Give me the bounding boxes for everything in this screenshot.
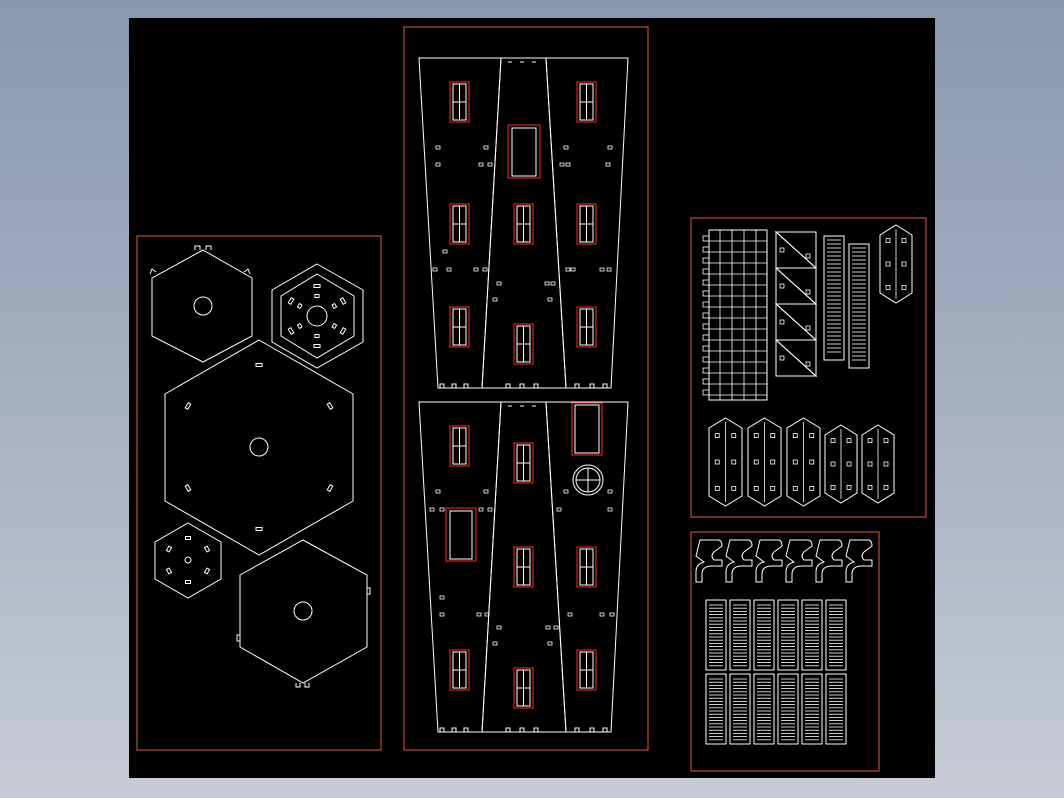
window [513,323,534,365]
sheet-trusses [690,217,927,518]
sheet-frame-bottom-right [690,531,880,772]
truss-triangles [774,230,818,378]
railing-panel [777,599,799,671]
door-opening-lower-right [571,402,603,456]
bracket-plates [708,224,913,507]
railing-grid [705,599,847,745]
railing-panel [729,599,751,671]
window [576,306,597,348]
window [449,203,470,245]
railing-panel [777,673,799,745]
hexagon-plate-large [164,339,354,556]
railing-panel [801,673,823,745]
window [449,306,470,348]
hexagon-plate-slotted [271,263,364,369]
sheet-frame-left [136,235,382,751]
sheet-frame-middle [403,26,649,751]
corbel-row [695,539,873,583]
railing-panel [729,673,751,745]
window [513,546,534,588]
door-opening-lower-left [445,507,477,562]
sheet-railings [690,531,880,772]
window [449,81,470,123]
railing-panel [825,599,847,671]
hexagon-plate-bottom-right [236,539,371,688]
window [576,81,597,123]
hexagon-plate-small [154,522,222,599]
window [576,203,597,245]
railing-panel [801,599,823,671]
window [513,203,534,245]
sheet-wall-panels [403,26,649,751]
railing-panel [705,673,727,745]
bracket-plate [708,417,743,507]
ladder-rails [823,235,870,369]
railing-panel [705,599,727,671]
railing-panel [753,599,775,671]
bracket-plate [824,424,858,504]
railing-panel [753,673,775,745]
door-opening-upper [507,124,541,179]
cad-drawing[interactable] [129,18,935,778]
comb-strip [702,229,768,401]
window [449,649,470,691]
bracket-plate [861,424,895,504]
bracket-plate [786,417,821,507]
cad-viewport[interactable] [129,18,935,778]
window [513,667,534,709]
wall-set-upper [418,57,629,389]
bracket-plate [879,224,913,304]
bracket-plate [747,417,782,507]
window [513,442,534,484]
window [576,546,597,588]
sheet-frame-top-right [690,217,927,518]
round-window [572,464,604,496]
window [576,649,597,691]
hexagon-plate-top-left [149,245,253,363]
sheet-hexagon-parts [136,235,382,751]
railing-panel [825,673,847,745]
window [449,425,470,467]
wall-set-lower [418,401,629,733]
